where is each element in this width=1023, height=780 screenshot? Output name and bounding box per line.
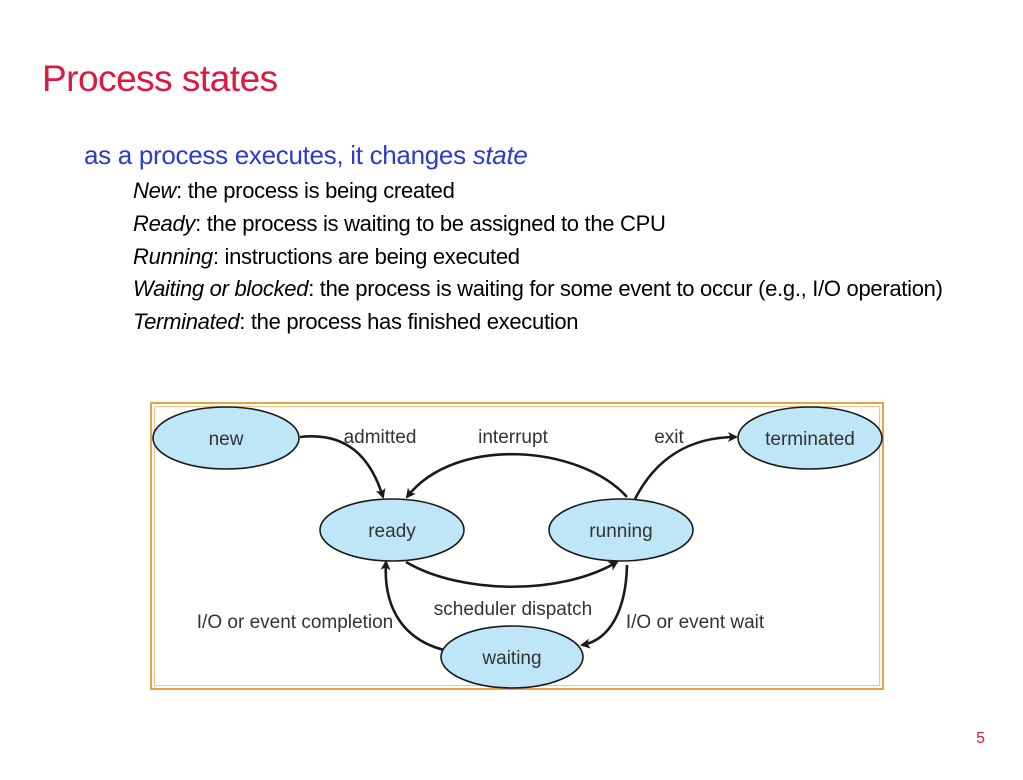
state-item-waiting: Waiting or blocked: the process is waiti… <box>133 275 943 308</box>
state-list: New: the process is being created Ready:… <box>133 177 943 341</box>
state-description: : the process is being created <box>176 178 455 203</box>
intro-text: as a process executes, it changes <box>84 140 473 170</box>
edge-label-io-event-completion: I/O or event completion <box>197 612 393 633</box>
edge-interrupt <box>405 452 628 499</box>
node-new-label: new <box>209 429 244 450</box>
state-description: : the process is waiting to be assigned … <box>195 210 666 236</box>
state-item-new: New: the process is being created <box>133 177 943 210</box>
node-terminated-label: terminated <box>765 429 855 450</box>
edge-admitted <box>299 435 386 499</box>
node-running: running <box>548 498 694 562</box>
intro-bullet: as a process executes, it changes state <box>84 140 528 171</box>
edge-scheduler-dispatch <box>405 560 619 589</box>
state-description: : instructions are being executed <box>212 243 520 269</box>
edge-exit <box>633 432 738 500</box>
node-ready-label: ready <box>368 521 416 542</box>
state-term: Running <box>133 243 213 269</box>
node-running-label: running <box>589 521 652 542</box>
page-number: 5 <box>976 730 985 747</box>
slide-title: Process states <box>42 58 278 99</box>
edge-io-event-wait <box>580 564 629 649</box>
node-new: new <box>152 406 300 470</box>
edge-io-event-completion <box>380 560 445 652</box>
edge-label-io-event-wait: I/O or event wait <box>626 612 765 633</box>
state-description: : the process has finished execution <box>239 309 579 335</box>
node-terminated: terminated <box>737 406 883 470</box>
state-item-terminated: Terminated: the process has finished exe… <box>133 308 943 341</box>
edge-label-scheduler-dispatch: scheduler dispatch <box>434 599 592 620</box>
intro-emphasis: state <box>472 140 528 170</box>
node-waiting-label: waiting <box>481 648 541 669</box>
state-term: Terminated <box>133 309 240 335</box>
edge-label-exit: exit <box>654 427 684 448</box>
state-term: Ready <box>133 210 196 236</box>
state-term: New <box>133 178 177 203</box>
state-term: Waiting or blocked <box>133 276 309 302</box>
node-ready: ready <box>319 498 465 562</box>
node-waiting: waiting <box>440 625 584 689</box>
state-item-ready: Ready: the process is waiting to be assi… <box>133 210 943 243</box>
state-description: : the process is waiting for some event … <box>308 276 943 302</box>
edge-label-admitted: admitted <box>344 427 417 448</box>
edge-label-interrupt: interrupt <box>478 427 548 448</box>
state-item-running: Running: instructions are being executed <box>133 243 943 276</box>
